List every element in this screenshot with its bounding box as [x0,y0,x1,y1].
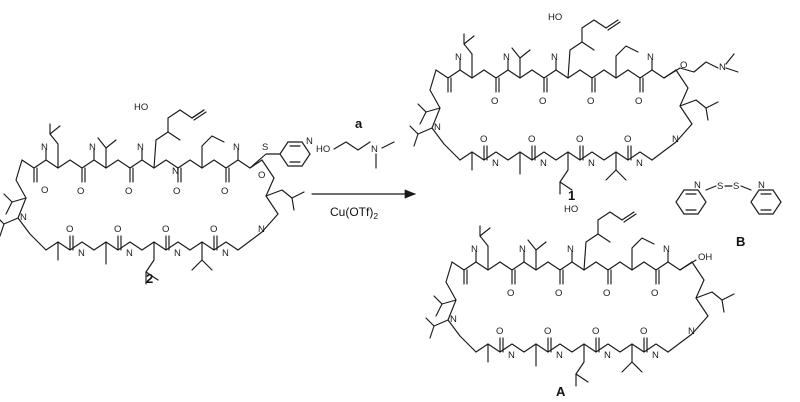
svg-text:O: O [576,134,583,145]
svg-text:O: O [221,186,228,197]
svg-text:O: O [680,60,687,71]
svg-text:N: N [174,248,181,259]
svg-text:N: N [663,244,670,255]
svg-text:HO: HO [548,12,562,23]
compound-B-label: B [736,234,745,249]
svg-text:N: N [126,248,133,259]
svg-text:N: N [450,314,457,325]
svg-text:O: O [592,326,599,337]
svg-text:O: O [496,326,503,337]
svg-text:N: N [604,350,611,361]
svg-text:O: O [66,224,73,235]
reagent-a-label: a [355,116,363,131]
svg-text:O: O [539,96,546,107]
svg-text:N: N [567,244,574,255]
svg-text:O: O [125,186,132,197]
svg-text:N: N [636,158,643,169]
svg-text:N: N [20,212,27,223]
compound-B-structure: N S S N [675,180,782,215]
svg-text:N: N [672,134,679,145]
reagent-a-structure: HO N [316,141,395,169]
compound-1-label: 1 [568,188,575,203]
svg-text:O: O [651,288,658,299]
svg-text:HO: HO [564,204,578,215]
svg-text:O: O [507,288,514,299]
svg-text:N: N [758,180,765,191]
svg-text:O: O [258,170,265,181]
svg-text:O: O [114,224,121,235]
svg-text:N: N [719,62,726,73]
compound-1-structure: HO O N N N N N O O O O N O O O O N N N N… [409,12,739,195]
svg-text:N: N [694,180,701,191]
svg-text:S: S [262,142,268,153]
svg-text:O: O [162,224,169,235]
svg-text:O: O [640,326,647,337]
svg-text:O: O [528,134,535,145]
svg-text:N: N [222,248,229,259]
svg-text:O: O [480,134,487,145]
svg-text:O: O [635,96,642,107]
svg-text:N: N [503,52,510,63]
svg-text:O: O [173,186,180,197]
svg-text:O: O [77,186,84,197]
svg-text:N: N [89,142,96,153]
svg-text:N: N [306,136,313,147]
svg-text:N: N [41,142,48,153]
reaction-arrow-group: a HO N Cu(OTf)2 [311,116,417,221]
svg-text:HO: HO [316,144,330,155]
svg-text:O: O [587,96,594,107]
catalyst-label: Cu(OTf)2 [330,205,378,221]
svg-text:N: N [519,244,526,255]
svg-text:N: N [258,224,265,235]
svg-text:OH: OH [698,252,712,263]
svg-text:N: N [588,158,595,169]
svg-text:N: N [455,52,462,63]
svg-text:N: N [137,142,144,153]
svg-text:N: N [551,52,558,63]
svg-text:N: N [556,350,563,361]
svg-text:HO: HO [134,102,148,113]
svg-text:O: O [491,96,498,107]
compound-A-label: A [556,384,566,399]
svg-text:O: O [41,185,48,196]
svg-text:N: N [371,144,378,155]
svg-text:N: N [233,142,240,153]
svg-text:N: N [492,158,499,169]
svg-text:S: S [733,181,739,192]
svg-text:O: O [624,134,631,145]
svg-text:N: N [78,248,85,259]
svg-text:O: O [544,326,551,337]
svg-text:N: N [471,244,478,255]
svg-text:O: O [603,288,610,299]
svg-text:N: N [540,158,547,169]
compound-2-structure: O N N N N N O O O O HO S N N O O O O N N… [0,102,313,285]
svg-text:N: N [508,350,515,361]
compound-2-label: 2 [146,271,153,286]
svg-text:O: O [210,224,217,235]
svg-text:N: N [688,326,695,337]
svg-text:N: N [434,122,441,133]
svg-text:S: S [717,181,723,192]
svg-text:N: N [172,166,179,177]
svg-text:O: O [555,288,562,299]
svg-text:N: N [652,350,659,361]
compound-A-structure: HO OH N N N N O O O O N O O O O N N N N … [425,204,735,387]
svg-text:N: N [647,52,654,63]
